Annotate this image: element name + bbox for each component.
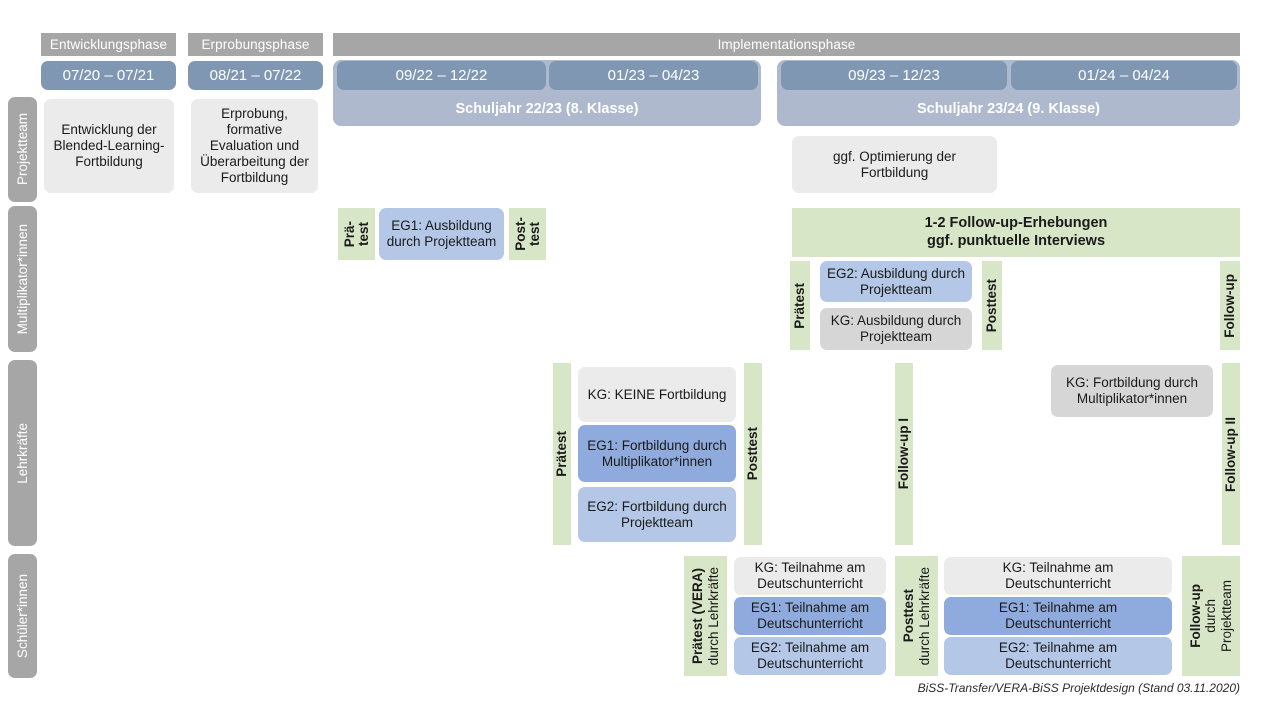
schueler-followup-label: Follow-up [1187,584,1203,648]
lehrkraefte-followup-2-label: Follow-up II [1223,416,1239,492]
schueler-right-eg1-box: EG1: Teilnahme am Deutschunterricht [944,597,1172,635]
phase-header-implementationsphase: Implementationsphase [333,33,1240,56]
period-bar-0720-0721: 07/20 – 07/21 [41,61,176,90]
lehrkraefte-followup-1-strip: Follow-up I [895,363,913,545]
school-year-label-2223: Schuljahr 22/23 (8. Klasse) [455,100,639,117]
multiplikator-kg-box: KG: Ausbildung durch Projektteam [820,308,972,350]
schueler-posttest-strip: Posttest durch Lehrkräfte [895,556,938,676]
posttest-label: Posttest [984,278,1000,333]
followup-label: Follow-up [1222,273,1238,338]
multiplikator-praetest-strip-1: Prä- test [338,208,375,260]
role-label-lehrkraefte: Lehrkräfte [8,360,37,546]
schueler-left-eg2-box: EG2: Teilnahme am Deutschunterricht [734,637,886,675]
schueler-posttest-sublabel: durch Lehrkräfte [917,566,932,666]
diagram-footer: BiSS-Transfer/VERA-BiSS Projektdesign (S… [917,681,1240,695]
lehrkraefte-followup-2-strip: Follow-up II [1222,363,1240,545]
lehrkraefte-praetest-label: Prätest [554,431,570,477]
lehrkraefte-praetest-strip: Prätest [553,363,571,545]
lehrkraefte-followup-1-label: Follow-up I [896,418,912,490]
phase-header-erprobungsphase: Erprobungsphase [188,33,323,56]
schueler-right-kg-box: KG: Teilnahme am Deutschunterricht [944,557,1172,595]
lehrkraefte-kg-fortbildung-box: KG: Fortbildung durch Multiplikator*inne… [1051,365,1213,417]
posttest-line-1: Post- [512,217,528,251]
multiplikator-posttest-strip-2: Posttest [982,261,1002,350]
period-bar-0124-0424: 01/24 – 04/24 [1011,61,1237,90]
schueler-followup-strip: Follow-up durch Projektteam [1182,556,1240,676]
phase-header-entwicklungsphase: Entwicklungsphase [41,33,176,56]
projektteam-erprobung-box: Erprobung, formative Evaluation und Über… [191,99,318,193]
projektteam-entwicklung-box: Entwicklung der Blended-Learning-Fortbil… [44,99,174,193]
schueler-followup-sublabel-1: durch [1203,599,1219,633]
schueler-followup-sublabel-2: Projektteam [1218,579,1234,653]
banner-line-2: ggf. punktuelle Interviews [926,232,1106,249]
period-bar-0821-0722: 08/21 – 07/22 [188,61,323,90]
banner-line-1: 1-2 Follow-up-Erhebungen [924,215,1108,232]
multiplikator-praetest-strip-2: Prätest [790,261,810,350]
role-text-projektteam: Projektteam [15,113,30,186]
role-label-schuelerinnen: Schüler*innen [8,554,37,678]
schueler-praetest-sublabel: durch Lehrkräfte [706,566,721,666]
role-text-multiplikatorinnen: Multiplikator*innen [15,223,30,335]
role-label-projektteam: Projektteam [8,97,37,202]
lehrkraefte-kg-keine-box: KG: KEINE Fortbildung [578,367,736,422]
schueler-posttest-label: Posttest [900,589,916,643]
projektteam-optimierung-box: ggf. Optimierung der Fortbildung [792,136,997,193]
praetest-line-2: test [356,221,371,246]
schueler-praetest-label: Prätest (VERA) [689,567,705,665]
multiplikator-eg2-box: EG2: Ausbildung durch Projektteam [820,261,972,302]
lehrkraefte-posttest-label: Posttest [745,427,761,481]
role-text-schuelerinnen: Schüler*innen [15,573,30,659]
schueler-left-kg-box: KG: Teilnahme am Deutschunterricht [734,557,886,595]
period-bar-0923-1223: 09/23 – 12/23 [781,61,1007,90]
role-label-multiplikatorinnen: Multiplikator*innen [8,206,37,352]
multiplikator-posttest-strip-1: Post- test [509,208,546,260]
period-bar-0922-1222: 09/22 – 12/22 [337,61,546,90]
schueler-right-eg2-box: EG2: Teilnahme am Deutschunterricht [944,637,1172,675]
school-year-label-2324: Schuljahr 23/24 (9. Klasse) [917,100,1100,117]
lehrkraefte-eg1-box: EG1: Fortbildung durch Multiplikator*inn… [578,425,736,482]
praetest-line-1: Prä- [341,220,357,248]
multiplikator-followup-strip: Follow-up [1220,261,1240,350]
lehrkraefte-posttest-strip: Posttest [744,363,762,545]
posttest-line-2: test [527,221,542,246]
praetest-label: Prätest [792,282,808,329]
lehrkraefte-eg2-box: EG2: Fortbildung durch Projektteam [578,487,736,542]
multiplikator-followup-banner: 1-2 Follow-up-Erhebungen ggf. punktuelle… [792,208,1240,257]
period-bar-0123-0423: 01/23 – 04/23 [549,61,758,90]
schueler-left-eg1-box: EG1: Teilnahme am Deutschunterricht [734,597,886,635]
multiplikator-eg1-box: EG1: Ausbildung durch Projektteam [379,208,504,260]
role-text-lehrkraefte: Lehrkräfte [15,422,30,484]
schueler-praetest-strip: Prätest (VERA) durch Lehrkräfte [684,556,727,676]
